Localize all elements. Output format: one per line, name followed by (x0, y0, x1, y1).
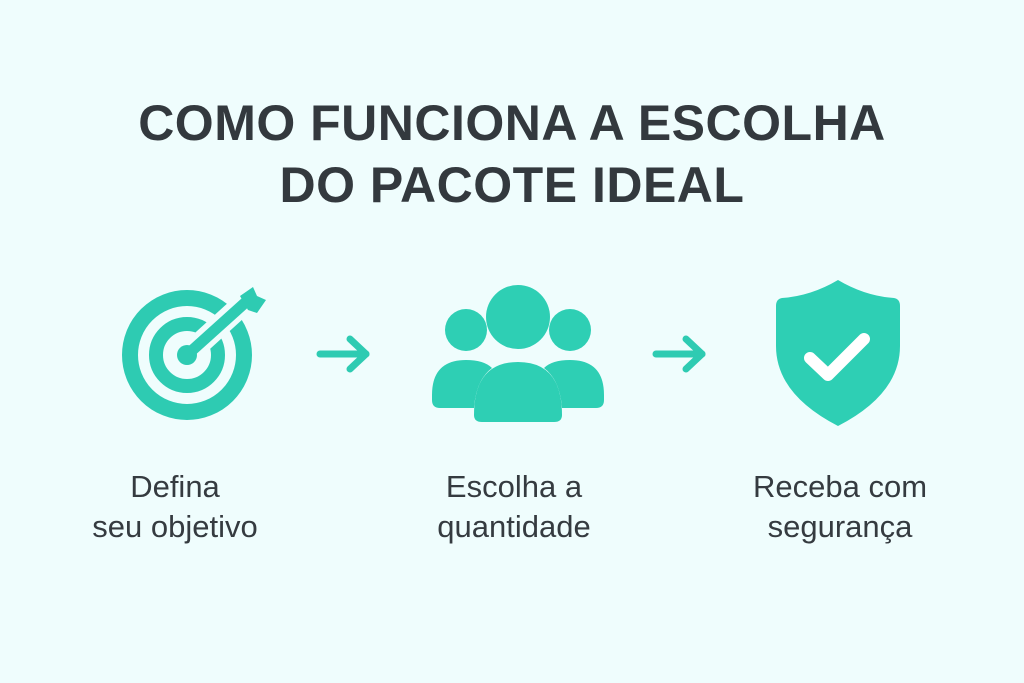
step-label-receive-safely: Receba com segurança (752, 469, 928, 544)
target-arrow-icon (122, 287, 266, 420)
step-label-choose-quantity: Escolha a quantidade (437, 469, 591, 544)
group-users-icon (432, 285, 604, 422)
arrow-right-icon (316, 335, 370, 373)
shield-check-icon (776, 280, 900, 426)
title-line-2: DO PACOTE IDEAL (279, 157, 745, 213)
step-label-define-goal: Defina seu objetivo (92, 469, 258, 544)
page-title: COMO FUNCIONA A ESCOLHA DO PACOTE IDEAL (0, 92, 1024, 216)
arrow-right-icon (652, 335, 706, 373)
title-line-1: COMO FUNCIONA A ESCOLHA (138, 95, 886, 151)
